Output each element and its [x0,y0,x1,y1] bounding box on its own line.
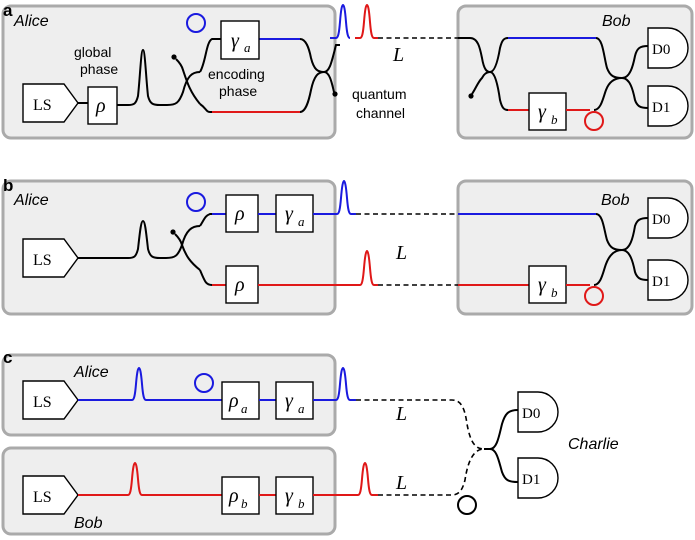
panel-b-laser-source [22,238,79,278]
panel-b-gamma-b-sub: b [551,285,558,300]
panel-b-bob-label: Bob [601,192,630,209]
panel-b-gamma-a-sub: a [298,214,305,229]
panel-c-gamma-a-sub: a [298,401,305,416]
panel-a-label: a [3,1,13,20]
panel-a-bob-label: Bob [602,13,631,30]
panel-b-laser-label: LS [33,252,52,269]
panel-c-gamma-b: γ [285,485,294,507]
panel-b-d1-label: D1 [652,274,670,290]
panel-b-rho-top: ρ [234,203,245,225]
panel-a-alice-label: Alice [13,13,49,30]
panel-a-encoding-phase-modulator [220,20,260,60]
panel-c-alice-global-phase [221,381,260,420]
panel-b-detector-d0 [647,197,689,239]
panel-a-distance-label: L [392,44,404,66]
panel-c-distance-bottom: L [395,472,407,494]
panel-c-rho-b: ρ [228,485,239,507]
panel-a-d0-label: D0 [652,42,670,58]
panel-a-bob-delay-loop [584,111,604,131]
panel-b: b Alice Bob LS ρ γ a ρ L γ b [1,176,694,316]
panel-a-detector-d1 [647,85,689,127]
panel-c-alice-laser [22,380,79,420]
panel-c-charlie-delay-loop [457,495,477,515]
panel-b-distance-label: L [395,242,407,264]
panel-a-bob-terminator [468,93,474,99]
panel-a-d1-label: D1 [652,100,670,116]
panel-b-detector-d1 [647,259,689,301]
panel-c: c Alice Bob Charlie LS ρ a γ a L LS ρ b … [1,348,619,536]
panel-c-alice-encoding-phase [275,381,314,420]
panel-b-delay-loop [186,192,206,212]
panel-a-bob-phase-modulator [528,92,567,131]
panel-b-terminator [170,229,176,235]
panel-c-label: c [3,348,12,367]
panel-b-d0-label: D0 [652,212,670,228]
panel-a-gamma-b-sub: b [551,112,558,127]
panel-c-detector-d0 [517,391,559,433]
panel-a-laser-source [22,83,79,123]
panel-b-bob-delay-loop [584,286,604,306]
panel-a-encoding-phase-label-2: phase [219,83,257,99]
panel-a-gamma-a-sub: a [244,40,251,55]
panel-c-gamma-b-sub: b [298,496,305,511]
panel-a-channel-label-1: quantum [352,86,406,102]
panel-c-gamma-a: γ [285,390,294,412]
panel-b-bob-phase-modulator [528,265,567,304]
panel-a-gamma-b: γ [538,101,547,123]
panel-c-bob-encoding-phase [275,476,314,515]
panel-a: a Alice Bob LS ρ global phase γ a encodi… [1,1,694,140]
panel-c-d1-label: D1 [522,472,540,488]
panel-c-bob-label: Bob [74,515,103,532]
panel-a-global-phase-label-1: global [74,44,111,60]
panel-a-terminator-left [171,54,177,60]
panel-b-gamma-b: γ [538,274,547,296]
panel-a-channel-label-2: channel [356,105,405,121]
panel-b-encoding-phase-modulator [275,194,314,233]
panel-c-rho-a-sub: a [241,401,248,416]
panel-b-gamma-a: γ [285,203,294,225]
panel-c-distance-top: L [395,403,407,425]
panel-a-encoding-phase-label-1: encoding [208,66,265,82]
panel-c-detector-d1 [517,457,559,499]
panel-c-alice-delay-loop [194,373,214,393]
panel-c-d0-label: D0 [522,406,540,422]
panel-a-terminator-right [332,91,338,97]
panel-b-global-phase-bottom [225,265,259,304]
panel-c-alice-laser-label: LS [33,394,52,411]
panel-a-global-phase-label-2: phase [80,61,118,77]
panel-b-global-phase-top [225,194,259,233]
panel-b-rho-bottom: ρ [234,274,245,296]
panel-c-bob-laser [22,475,79,515]
panel-b-alice-label: Alice [13,192,49,209]
panel-a-laser-label: LS [33,97,52,114]
panel-c-charlie-label: Charlie [568,436,619,453]
panel-a-gamma-a: γ [231,30,240,52]
panel-a-delay-loop [186,13,206,33]
panel-a-detector-d0 [647,27,689,69]
panel-c-alice-label: Alice [73,364,109,381]
panel-c-rho-a: ρ [228,390,239,412]
panel-c-bob-laser-label: LS [33,489,52,506]
panel-b-label: b [3,176,13,195]
panel-a-rho-symbol: ρ [95,95,106,117]
panel-a-global-phase-modulator [87,86,118,125]
panel-c-rho-b-sub: b [241,496,248,511]
